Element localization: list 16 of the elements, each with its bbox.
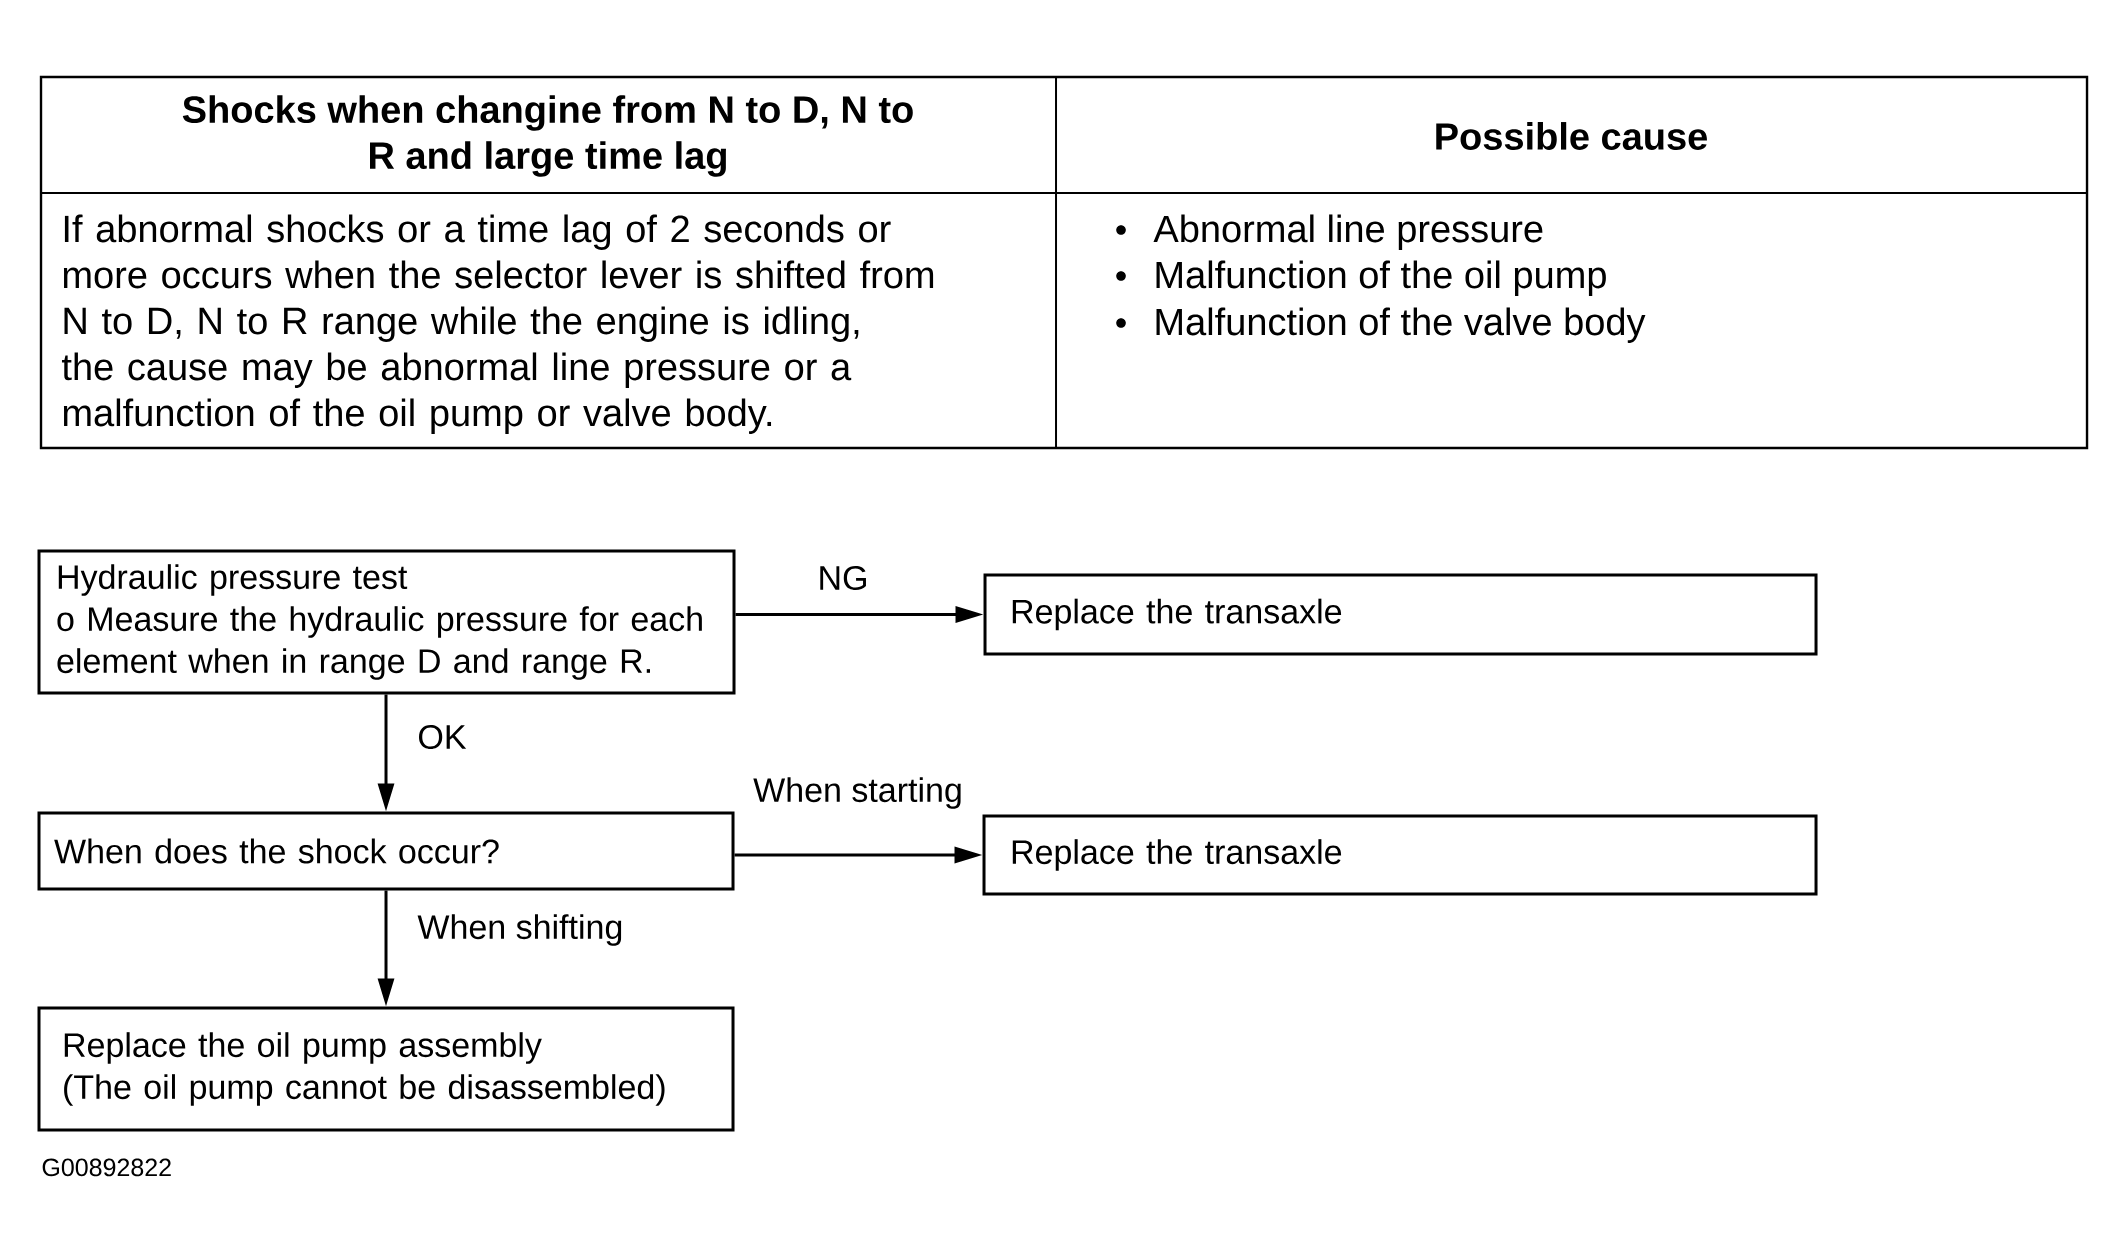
action-box: Replace the oil pump assembly (The oil pump cannot be disassembled): [37, 1006, 735, 1132]
edge-label: When starting: [749, 773, 967, 813]
column-header: Shocks when changine from N to D, N to R and large time lag: [182, 95, 913, 177]
cause-item: Malfunction of the valve body: [1156, 307, 1646, 343]
edge-label: When shifting: [413, 910, 628, 950]
cause-item: Malfunction of the oil pump: [1156, 260, 1606, 296]
action-box: Replace the transaxle: [982, 814, 1818, 896]
description-text: If abnormal shocks or a time lag of 2 seconds or more occurs when the selector lever is shifted from N to D, N to R range while the engine is idling, the cause may be abnormal line pressure or a malfunction of the oil pump or valve body.: [61, 214, 934, 434]
process-box: Hydraulic pressure test o Measure the hydraulic pressure for each element when in range D and range R.: [37, 549, 736, 695]
question-box: When does the shock occur?: [37, 811, 735, 891]
edge-label: NG: [813, 561, 873, 595]
edge-label: OK: [413, 720, 471, 754]
cause-item: Abnormal line pressure: [1153, 214, 1543, 250]
action-box: Replace the transaxle: [983, 573, 1818, 656]
column-header: Possible cause: [1436, 122, 1707, 150]
figure-code: G00892822: [42, 1158, 171, 1177]
